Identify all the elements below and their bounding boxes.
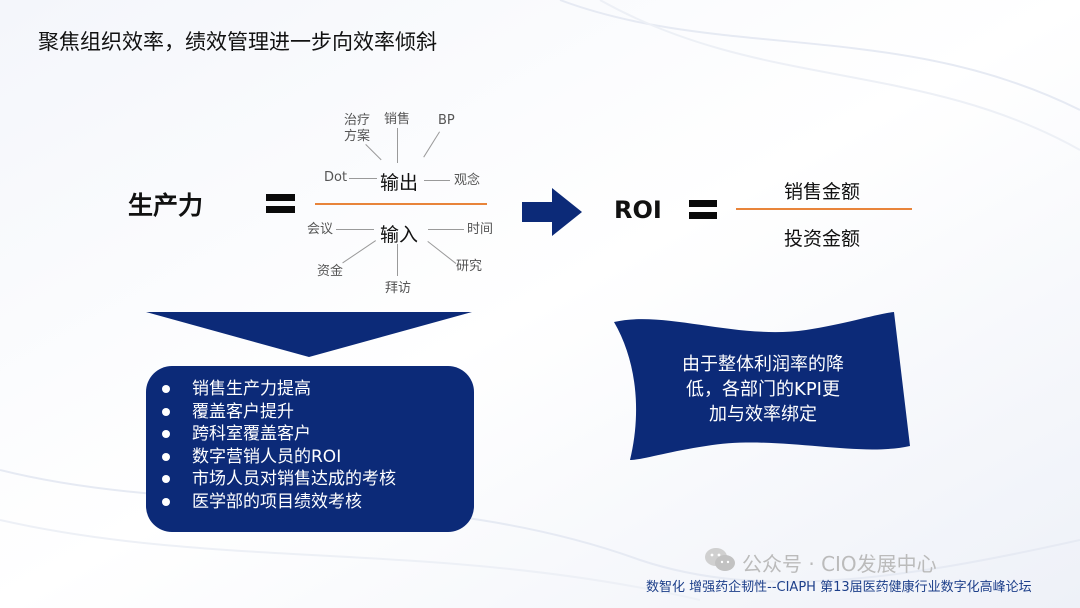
- spoke-line: [428, 229, 464, 230]
- footer-text: 数智化 增强药企韧性--CIAPH 第13届医药健康行业数字化高峰论坛: [646, 580, 1032, 595]
- input-label: 输入: [380, 224, 419, 246]
- equals-sign-bottom-bar: [266, 206, 295, 213]
- wavy-banner: [614, 312, 910, 460]
- bullet-dot: [162, 407, 170, 416]
- list-item: 销售生产力提高: [162, 378, 474, 401]
- spoke-line: [336, 229, 374, 230]
- roi-denominator: 投资金额: [784, 228, 861, 250]
- spoke-line: [424, 180, 450, 181]
- bullet-box: 销售生产力提高 覆盖客户提升 跨科室覆盖客户 数字营销人员的ROI 市场人员对销…: [146, 366, 474, 532]
- list-item: 医学部的项目绩效考核: [162, 491, 474, 514]
- list-item-text: 覆盖客户提升: [192, 401, 294, 422]
- list-item: 跨科室覆盖客户: [162, 423, 474, 446]
- factor-concept: 观念: [454, 173, 481, 188]
- list-item: 数字营销人员的ROI: [162, 446, 474, 469]
- right-arrow-icon: [522, 188, 582, 236]
- roi-numerator: 销售金额: [784, 181, 861, 203]
- list-item-text: 市场人员对销售达成的考核: [192, 469, 396, 489]
- productivity-fraction-line: [315, 203, 487, 205]
- factor-research: 研究: [456, 259, 483, 274]
- list-item: 市场人员对销售达成的考核: [162, 468, 474, 491]
- list-item-text: 销售生产力提高: [192, 379, 311, 399]
- output-label: 输出: [380, 172, 419, 194]
- list-item-text: 数字营销人员的ROI: [192, 446, 342, 467]
- productivity-label: 生产力: [128, 191, 204, 220]
- page-title: 聚焦组织效率，绩效管理进一步向效率倾斜: [38, 30, 437, 54]
- equals-sign-top-bar: [266, 194, 295, 201]
- spoke-line: [397, 128, 398, 163]
- list-item: 覆盖客户提升: [162, 401, 474, 424]
- roi-equals-bottom-bar: [689, 212, 717, 219]
- banner-line-1: 由于整体利润率的降: [682, 354, 844, 375]
- factor-treatment-plan: 治疗方案: [344, 113, 371, 144]
- banner-line-2: 低，各部门的KPI更: [686, 379, 840, 400]
- down-chevron-icon: [146, 312, 472, 357]
- spoke-line: [349, 178, 377, 179]
- bullet-dot: [162, 452, 170, 461]
- wechat-icon: [705, 548, 735, 571]
- factor-time: 时间: [467, 222, 494, 237]
- list-item-text: 医学部的项目绩效考核: [192, 491, 362, 512]
- bullet-dot: [162, 385, 170, 393]
- roi-fraction-line: [736, 208, 912, 210]
- banner-text: 由于整体利润率的降 低，各部门的KPI更 加与效率绑定: [660, 352, 866, 427]
- factor-sales: 销售: [384, 112, 411, 127]
- factor-dot: Dot: [324, 170, 348, 185]
- factor-visit: 拜访: [385, 281, 412, 296]
- roi-label: ROI: [614, 196, 662, 224]
- banner-line-3: 加与效率绑定: [709, 404, 817, 425]
- list-item-text: 跨科室覆盖客户: [192, 424, 311, 444]
- watermark-text: 公众号 · CIO发展中心: [742, 552, 937, 576]
- spoke-line: [397, 244, 398, 276]
- bullet-dot: [162, 497, 170, 506]
- factor-bp: BP: [438, 113, 455, 128]
- factor-meeting: 会议: [307, 222, 334, 237]
- bullet-dot: [162, 430, 170, 438]
- bullet-dot: [162, 475, 170, 483]
- factor-funds: 资金: [317, 264, 344, 279]
- roi-equals-top-bar: [689, 200, 717, 207]
